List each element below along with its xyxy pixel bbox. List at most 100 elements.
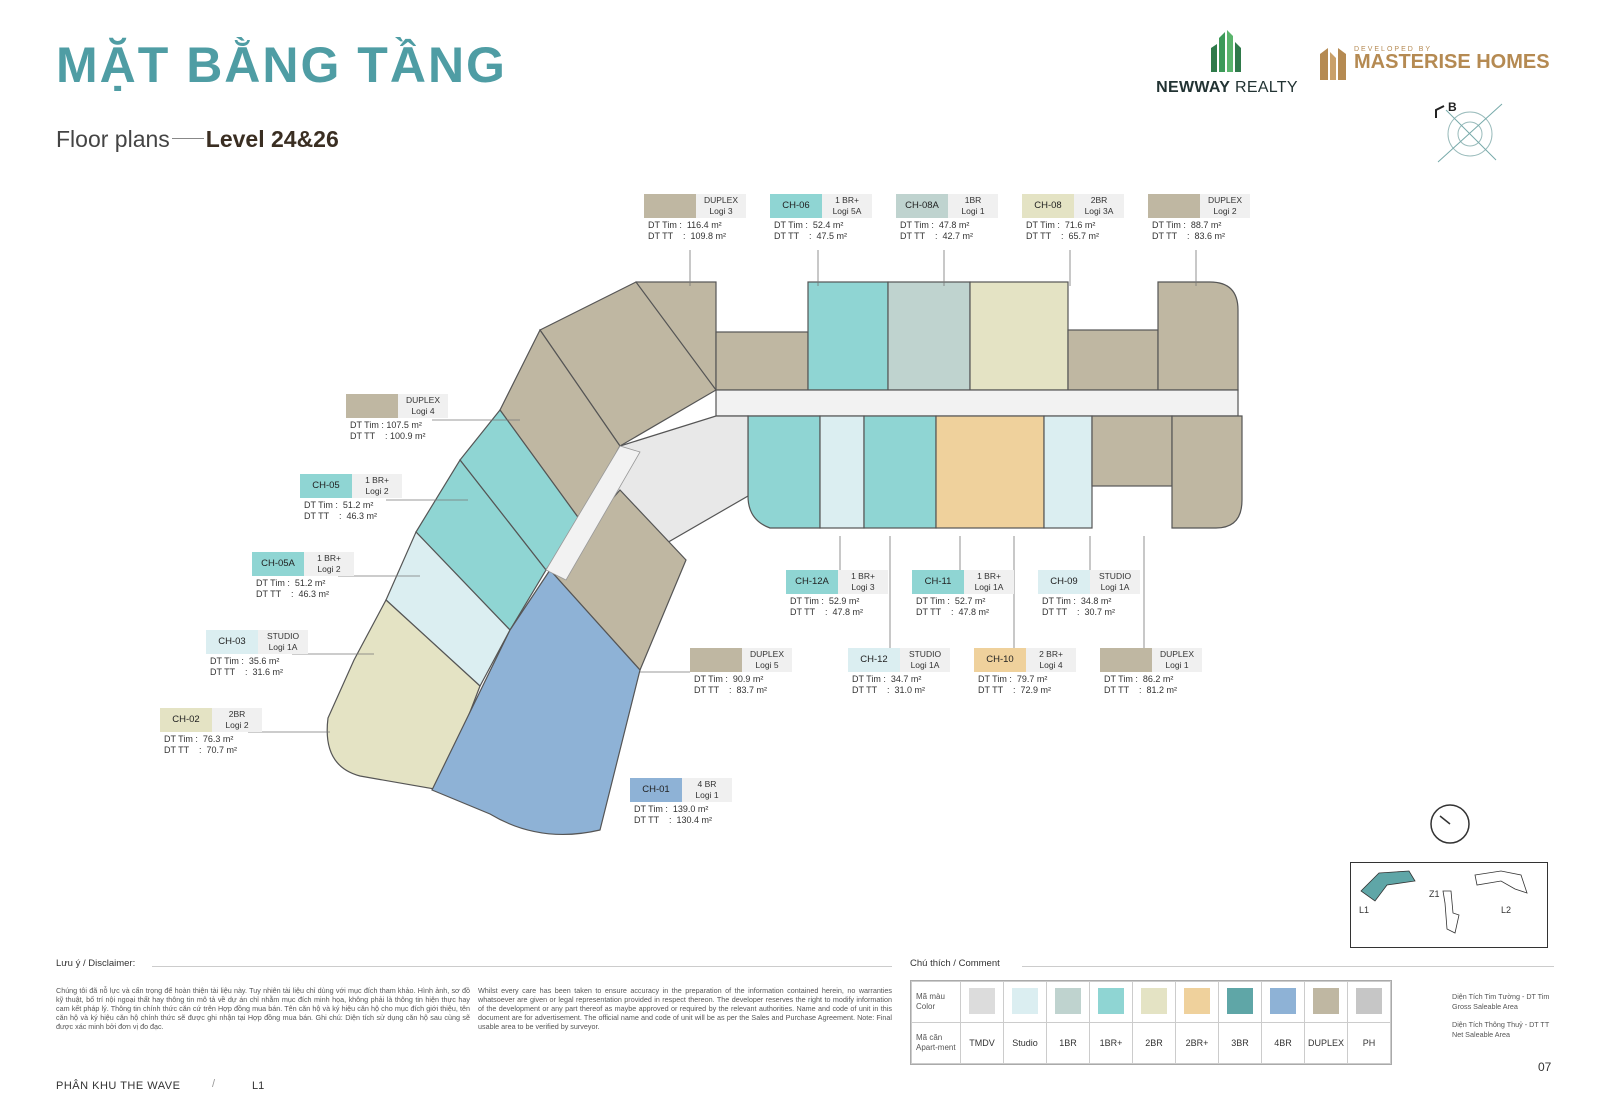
unit-ch-08a[interactable] xyxy=(887,281,971,391)
tag-code xyxy=(1100,648,1152,672)
legend-swatch-duplex xyxy=(1304,981,1348,1023)
unit-ch-10[interactable] xyxy=(935,415,1045,529)
tag-code: CH-02 xyxy=(160,708,212,732)
compass-label: B xyxy=(1448,100,1457,114)
tag-code: CH-09 xyxy=(1038,570,1090,594)
tag-code: CH-08A xyxy=(896,194,948,218)
masterise-logo-icon xyxy=(1320,48,1346,80)
legend-label: TMDV xyxy=(960,1022,1004,1064)
legend-label: 1BR+ xyxy=(1089,1022,1133,1064)
unit-ch-12a[interactable] xyxy=(747,415,821,529)
unit-ch-06[interactable] xyxy=(807,281,889,391)
tag-code xyxy=(1148,194,1200,218)
unit-duplex-logi2-living xyxy=(1067,329,1159,391)
corridor xyxy=(715,389,1239,417)
legend-label: 2BR+ xyxy=(1175,1022,1219,1064)
footer-tower: L1 xyxy=(252,1080,265,1092)
key-map-z1: Z1 xyxy=(1429,889,1440,899)
legend-label: 2BR xyxy=(1132,1022,1176,1064)
net-def: Diện Tích Thông Thuỷ - DT TT xyxy=(1452,1020,1550,1029)
tag-type: 1 BR+Logi 2 xyxy=(352,474,402,498)
unit-ch-08[interactable] xyxy=(969,281,1069,391)
masterise-big-text: MASTERISE HOMES xyxy=(1354,51,1550,73)
tag-code: CH-05 xyxy=(300,474,352,498)
unit-duplex-logi2[interactable] xyxy=(1157,281,1239,391)
tag-type: 1 BR+Logi 3 xyxy=(838,570,888,594)
masterise-logo: DEVELOPED BY MASTERISE HOMES xyxy=(1318,46,1550,80)
unit-ch-09[interactable] xyxy=(1043,415,1093,529)
legend-swatch-2br-plus xyxy=(1175,981,1219,1023)
footer-separator: / xyxy=(212,1078,216,1090)
newway-logo: NEWWAY REALTY xyxy=(1152,28,1302,97)
unit-duplex-logi1-living xyxy=(1091,415,1173,487)
legend-swatch-1br xyxy=(1046,981,1090,1023)
disclaimer-title: Lưu ý / Disclaimer: xyxy=(56,958,136,969)
newway-logo-text: NEWWAY REALTY xyxy=(1156,79,1298,96)
unit-ch-12[interactable] xyxy=(819,415,865,529)
compass-icon xyxy=(1435,103,1503,163)
legend-swatch-1br-plus xyxy=(1089,981,1133,1023)
legend-label: DUPLEX xyxy=(1304,1022,1348,1064)
legend-swatch-tmdv xyxy=(960,981,1004,1023)
footer-zone: PHÂN KHU THE WAVE xyxy=(56,1080,181,1092)
legend-divider xyxy=(1022,966,1554,967)
floor-plan-units xyxy=(326,281,1243,835)
tag-code: CH-06 xyxy=(770,194,822,218)
newway-logo-icon xyxy=(1211,30,1241,72)
legend-label: PH xyxy=(1347,1022,1391,1064)
key-map-drawing xyxy=(1360,870,1528,934)
legend-label: Studio xyxy=(1003,1022,1047,1064)
tag-type: 1 BR+Logi 2 xyxy=(304,552,354,576)
unit-duplex-logi1[interactable] xyxy=(1171,415,1243,529)
floor-plan xyxy=(326,281,1243,835)
area-definitions: Diện Tích Tim Tường - DT Tim Gross Salea… xyxy=(1452,992,1549,1040)
disclaimer-vi: Chúng tôi đã nỗ lực và cẩn trọng để hoàn… xyxy=(56,986,470,1031)
gross-def: Diện Tích Tim Tường - DT Tim xyxy=(1452,992,1550,1001)
tag-code: CH-08 xyxy=(1022,194,1074,218)
key-map-l1: L1 xyxy=(1359,905,1370,915)
orientation-icon xyxy=(1430,804,1470,844)
tag-code: CH-03 xyxy=(206,630,258,654)
unit-ch-01[interactable] xyxy=(431,569,641,835)
disclaimer-divider xyxy=(152,966,892,967)
page-number: 07 xyxy=(1538,1060,1552,1074)
unit-ch-11[interactable] xyxy=(863,415,937,529)
net-en: Net Saleable Area xyxy=(1452,1030,1510,1039)
key-map: L1 Z1 L2 xyxy=(1350,862,1548,948)
key-map-l2: L2 xyxy=(1501,905,1512,915)
tag-code xyxy=(644,194,696,218)
legend-label: 4BR xyxy=(1261,1022,1305,1064)
